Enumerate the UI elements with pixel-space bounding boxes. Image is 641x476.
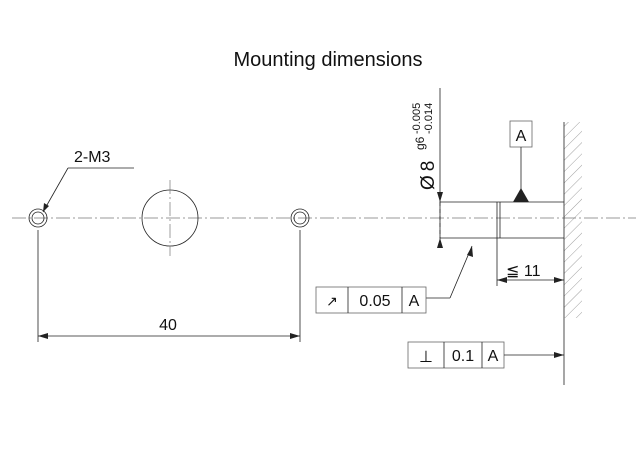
center-boss [141,180,199,256]
shaft-diameter-label: Ø8 g6 -0.005 -0.014 [411,103,439,190]
runout-datum: A [409,293,420,310]
hole-pitch-value: 40 [159,317,177,334]
perpendicularity-symbol: ⊥ [419,349,433,366]
drawing-title: Mounting dimensions [234,49,423,71]
runout-leader [426,245,473,299]
runout-symbol: ↗ [326,293,338,309]
datum-feature [509,120,533,202]
svg-text:Ø8: Ø8 [418,161,439,190]
shaft-length-value: ≦ 11 [506,263,541,280]
shaft [439,201,564,239]
mounting-hole-left [28,208,48,228]
holes-callout-leader [42,167,134,213]
lower-deviation: -0.014 [423,103,435,134]
tolerance-class: g6 [413,136,427,150]
mounting-wall [563,122,582,385]
runout-tolerance: 0.05 [359,293,390,310]
perpendicularity-datum: A [488,348,499,365]
hole-pitch-dimension [37,230,301,342]
perpendicularity-tolerance: 0.1 [452,348,474,365]
runout-fcf: ↗ 0.05 A [315,286,427,314]
datum-label: A [516,128,527,145]
shaft-length-dimension [496,238,564,286]
mounting-hole-right [290,208,310,228]
holes-callout: 2-M3 [74,149,111,166]
perpendicularity-fcf: ⊥ 0.1 A [407,341,505,369]
upper-deviation: -0.005 [411,103,423,134]
perpendicularity-leader [504,352,564,358]
shaft-diameter-dimension [437,88,443,248]
